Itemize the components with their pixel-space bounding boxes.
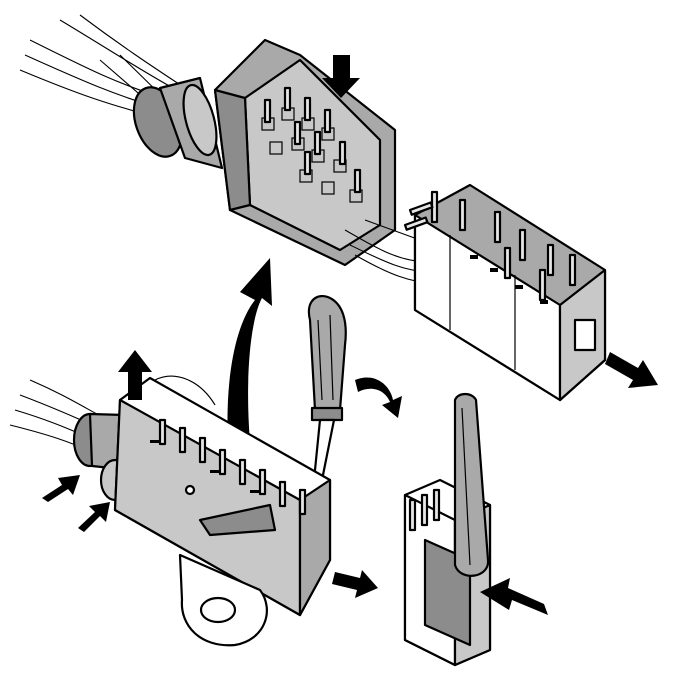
- terminal-release-detail: [403, 392, 492, 667]
- top-connector-housing: [213, 38, 397, 267]
- top-cable-boot: [132, 76, 224, 170]
- terminal-insert: [403, 183, 607, 402]
- insert-tool-arrow-icon: [480, 578, 548, 615]
- lift-up-arrow-icon: [227, 258, 272, 442]
- screwdriver: [307, 294, 347, 502]
- press-arrow-icon-lower: [78, 502, 110, 532]
- press-arrow-icon: [42, 475, 80, 502]
- bottom-connector-housing: [113, 376, 332, 647]
- pull-right-arrow-icon: [605, 352, 658, 388]
- release-up-arrow-icon: [118, 350, 152, 400]
- detail-indicator-arrow-icon: [355, 377, 402, 418]
- detail-pointer-arrow-icon: [332, 570, 378, 598]
- push-down-arrow-icon: [322, 55, 360, 98]
- rotate-hint-arrow-icon: [154, 375, 216, 406]
